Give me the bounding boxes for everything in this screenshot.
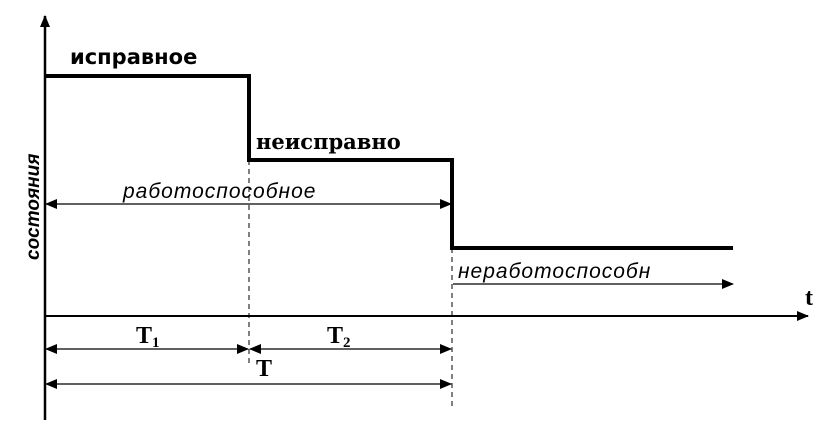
state-step-line (45, 74, 733, 250)
state-label-faulty: неисправно (256, 129, 401, 154)
interval-t2-label: T2 (327, 323, 351, 351)
interval-total-label: T (256, 356, 272, 382)
interval-t1-label: T1 (136, 323, 160, 351)
state-label-inoperable: неработоспособн (458, 260, 651, 283)
y-axis-label: состояния (23, 154, 44, 260)
state-label-serviceable: исправное (70, 45, 197, 69)
state-label-operable: работоспособное (122, 180, 316, 203)
x-axis-label: t (805, 285, 813, 311)
